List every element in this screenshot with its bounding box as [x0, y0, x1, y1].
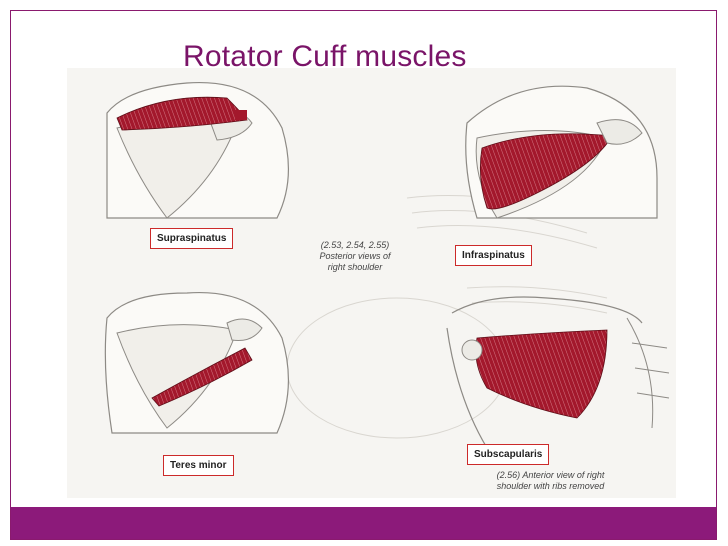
label-teres-minor: Teres minor — [163, 455, 234, 476]
posterior-caption-line-2: Posterior views of — [319, 251, 391, 261]
subscapularis-figure — [446, 296, 670, 449]
footer-bar — [11, 507, 716, 539]
label-subscapularis: Subscapularis — [467, 444, 550, 465]
anterior-caption: (2.56) Anterior view of right shoulder w… — [478, 470, 623, 492]
supraspinatus-figure — [106, 81, 289, 219]
label-infraspinatus: Infraspinatus — [455, 245, 532, 266]
anatomy-illustration — [104, 81, 670, 449]
anterior-caption-line-2: shoulder with ribs removed — [496, 481, 605, 491]
anterior-caption-line-1: (2.56) Anterior view of right — [496, 470, 605, 480]
teres-minor-figure — [104, 291, 289, 434]
label-supraspinatus: Supraspinatus — [150, 228, 234, 249]
slide-title: Rotator Cuff muscles — [183, 40, 467, 73]
infraspinatus-figure — [465, 85, 658, 219]
posterior-caption-line-1: (2.53, 2.54, 2.55) — [320, 240, 390, 250]
anatomy-plate — [67, 68, 676, 498]
posterior-caption: (2.53, 2.54, 2.55) Posterior views of ri… — [305, 240, 405, 273]
posterior-caption-line-3: right shoulder — [327, 262, 383, 272]
